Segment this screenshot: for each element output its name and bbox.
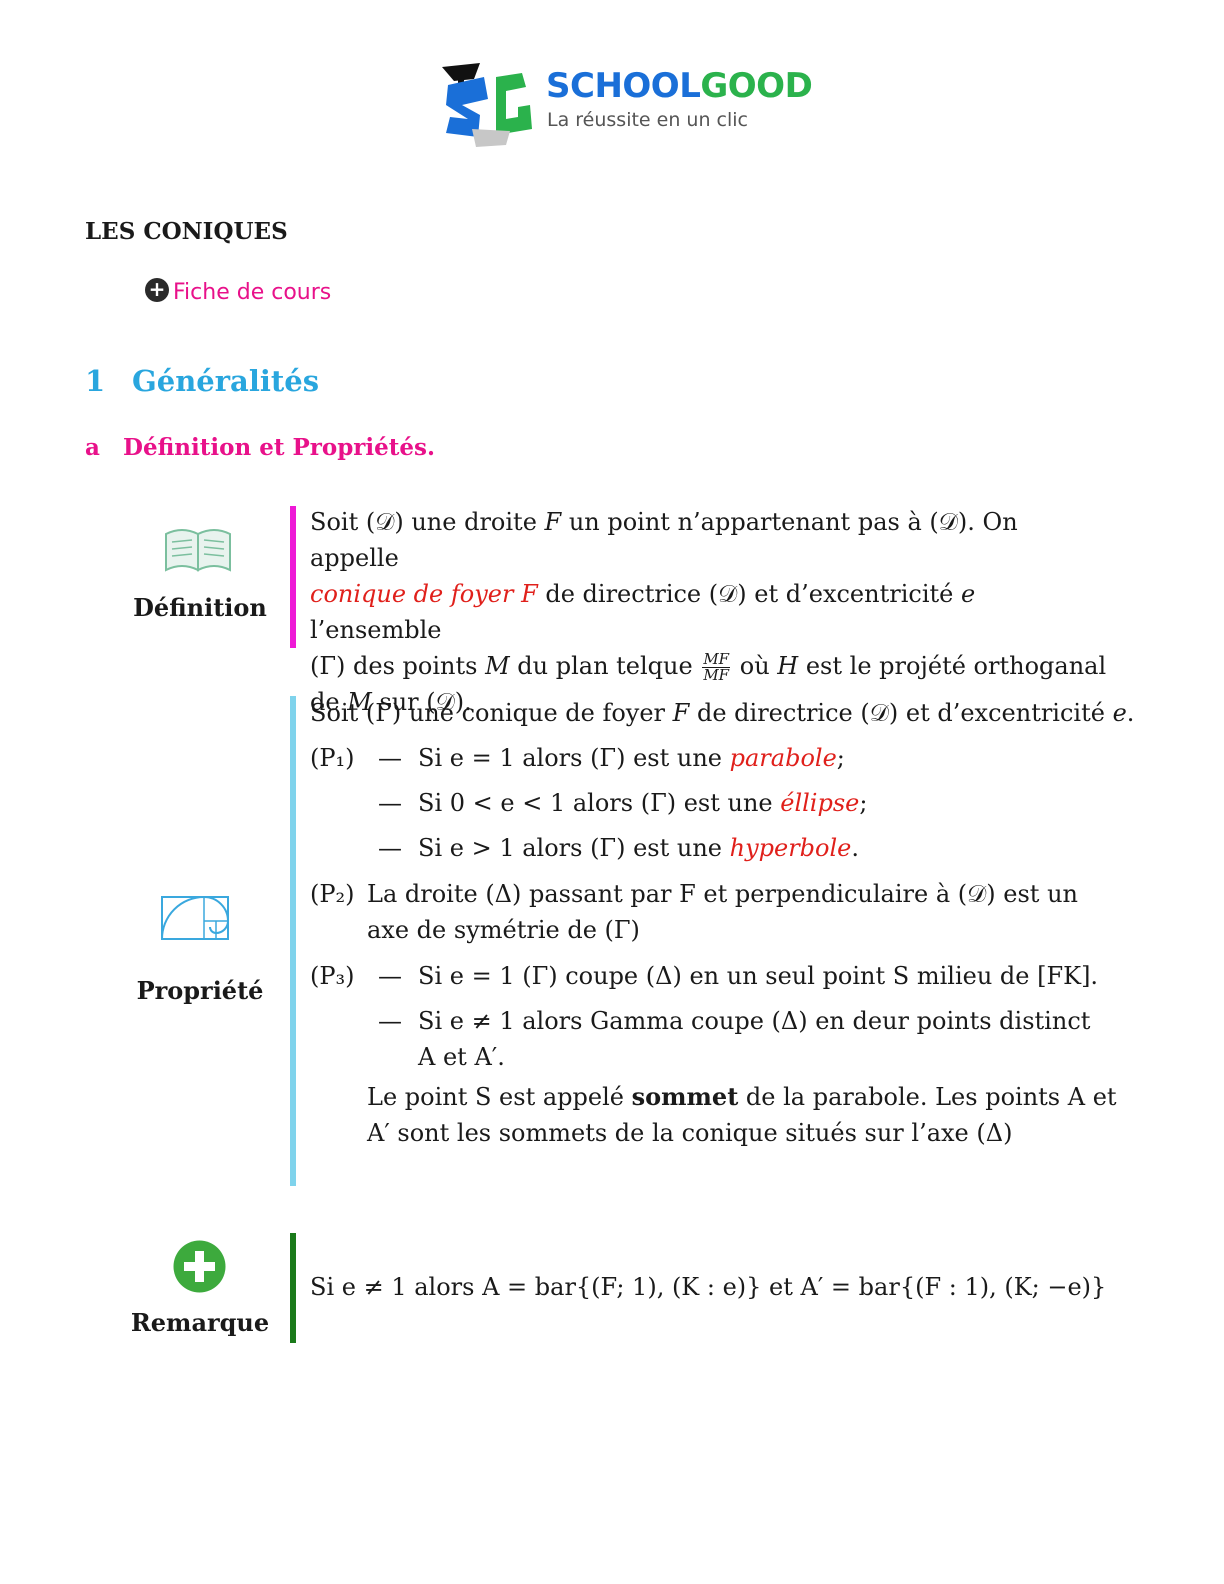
section-title: Généralités: [132, 364, 320, 398]
p1c-highlight: hyperbole: [729, 834, 852, 862]
sommet-bold: sommet: [631, 1082, 739, 1111]
subsection-title: Définition et Propriétés.: [123, 434, 435, 461]
p3a-dash: —: [378, 962, 402, 990]
p2-label: (P₂): [310, 880, 355, 908]
p3b-line2: A et A′.: [418, 1043, 505, 1071]
p1b-item: Si 0 < e < 1 alors (Γ) est une éllipse;: [418, 785, 867, 821]
frac-denominator: MF: [703, 666, 730, 684]
property-bar: [290, 696, 296, 1186]
p3-label: (P₃): [310, 962, 355, 990]
definition-bar: [290, 506, 296, 648]
sommet-line1: Le point S est appelé sommet de la parab…: [367, 1079, 1117, 1115]
prop-intro-4: e: [1112, 699, 1127, 727]
p1-label: (P₁): [310, 744, 355, 772]
p1a-dash: —: [378, 744, 402, 772]
prop-intro-5: .: [1126, 699, 1135, 727]
document-title: LES CONIQUES: [85, 218, 288, 245]
frac-numerator: MF: [702, 650, 731, 668]
subsection-heading: a Définition et Propriétés.: [85, 434, 435, 461]
remark-bar: [290, 1233, 296, 1343]
def-text-12: est le projété orthoganal: [798, 652, 1107, 680]
prop-intro-2: F: [672, 699, 690, 727]
prop-intro-3: de directrice (𝒟) et d’excentricité: [689, 699, 1113, 727]
brand-name-part1: SCHOOL: [546, 66, 701, 106]
def-text-10: où: [732, 652, 778, 680]
def-text-7: (Γ) des points: [310, 652, 486, 680]
remark-text: Si e ≠ 1 alors A = bar{(F; 1), (K : e)} …: [310, 1273, 1107, 1301]
property-intro: Soit (Γ) une conique de foyer F de direc…: [310, 695, 1134, 731]
brand-name-part2: GOOD: [700, 66, 813, 106]
green-plus-icon: [173, 1240, 226, 1293]
def-text-13: de: [310, 688, 348, 716]
def-highlight: conique de foyer F: [310, 580, 538, 608]
p1a-end: ;: [836, 744, 845, 772]
p1c-text: Si e > 1 alors (Γ) est une: [418, 834, 730, 862]
p2-line1: La droite (Δ) passant par F et perpendic…: [367, 880, 1078, 908]
remark-label: Remarque: [130, 1308, 270, 1337]
plus-circle-icon: +: [145, 278, 169, 302]
def-text-3: un point n’appartenant pas à (𝒟). On app…: [310, 508, 1018, 572]
def-text-6: l’ensemble: [310, 616, 442, 644]
p3b-dash: —: [378, 1007, 402, 1035]
fiche-de-cours-link[interactable]: + Fiche de cours: [145, 278, 332, 305]
p1c-dash: —: [378, 834, 402, 862]
open-book-icon: [165, 529, 231, 572]
def-text-5: e: [960, 580, 976, 608]
schoolgood-logo: [442, 63, 532, 147]
p3b-line1: Si e ≠ 1 alors Gamma coupe (Δ) en deur p…: [418, 1007, 1091, 1035]
def-text-4: de directrice (𝒟) et d’excentricité: [537, 580, 961, 608]
fiche-link-label: Fiche de cours: [173, 280, 332, 305]
definition-text: Soit (𝒟) une droite F un point n’apparte…: [310, 504, 1110, 720]
prop-intro-1: Soit (Γ) une conique de foyer: [310, 699, 673, 727]
p1b-dash: —: [378, 789, 402, 817]
sommet-text: Le point S est appelé: [367, 1083, 632, 1111]
p1b-text: Si 0 < e < 1 alors (Γ) est une: [418, 789, 781, 817]
p1c-end: .: [851, 834, 860, 862]
property-label: Propriété: [136, 976, 264, 1005]
def-text-1: Soit (𝒟) une droite: [310, 508, 545, 536]
p1a-highlight: parabole: [729, 744, 837, 772]
p1b-end: ;: [859, 789, 868, 817]
sommet-line2: A′ sont les sommets de la conique situés…: [367, 1119, 1013, 1147]
section-heading: 1 Généralités: [85, 364, 319, 398]
p1c-item: Si e > 1 alors (Γ) est une hyperbole.: [418, 830, 859, 866]
p1a-item: Si e = 1 alors (Γ) est une parabole;: [418, 740, 845, 776]
p1a-text: Si e = 1 alors (Γ) est une: [418, 744, 730, 772]
p2-line2: axe de symétrie de (Γ): [367, 916, 640, 944]
section-number: 1: [85, 364, 106, 398]
brand-tagline: La réussite en un clic: [547, 109, 748, 131]
def-text-15: sur (𝒟).: [371, 688, 472, 716]
def-text-14: M: [347, 688, 372, 716]
def-text-11: H: [777, 652, 799, 680]
p3a-item: Si e = 1 (Γ) coupe (Δ) en un seul point …: [418, 962, 1099, 990]
golden-spiral-icon: [161, 895, 230, 940]
p1b-highlight: éllipse: [780, 789, 860, 817]
def-text-2: F: [544, 508, 562, 536]
definition-label: Définition: [133, 593, 267, 622]
def-text-9: du plan telque: [509, 652, 701, 680]
def-text-8: M: [485, 652, 510, 680]
brand-name: SCHOOLGOOD: [546, 66, 813, 106]
sommet-end: de la parabole. Les points A et: [738, 1083, 1117, 1111]
subsection-number: a: [85, 434, 100, 461]
